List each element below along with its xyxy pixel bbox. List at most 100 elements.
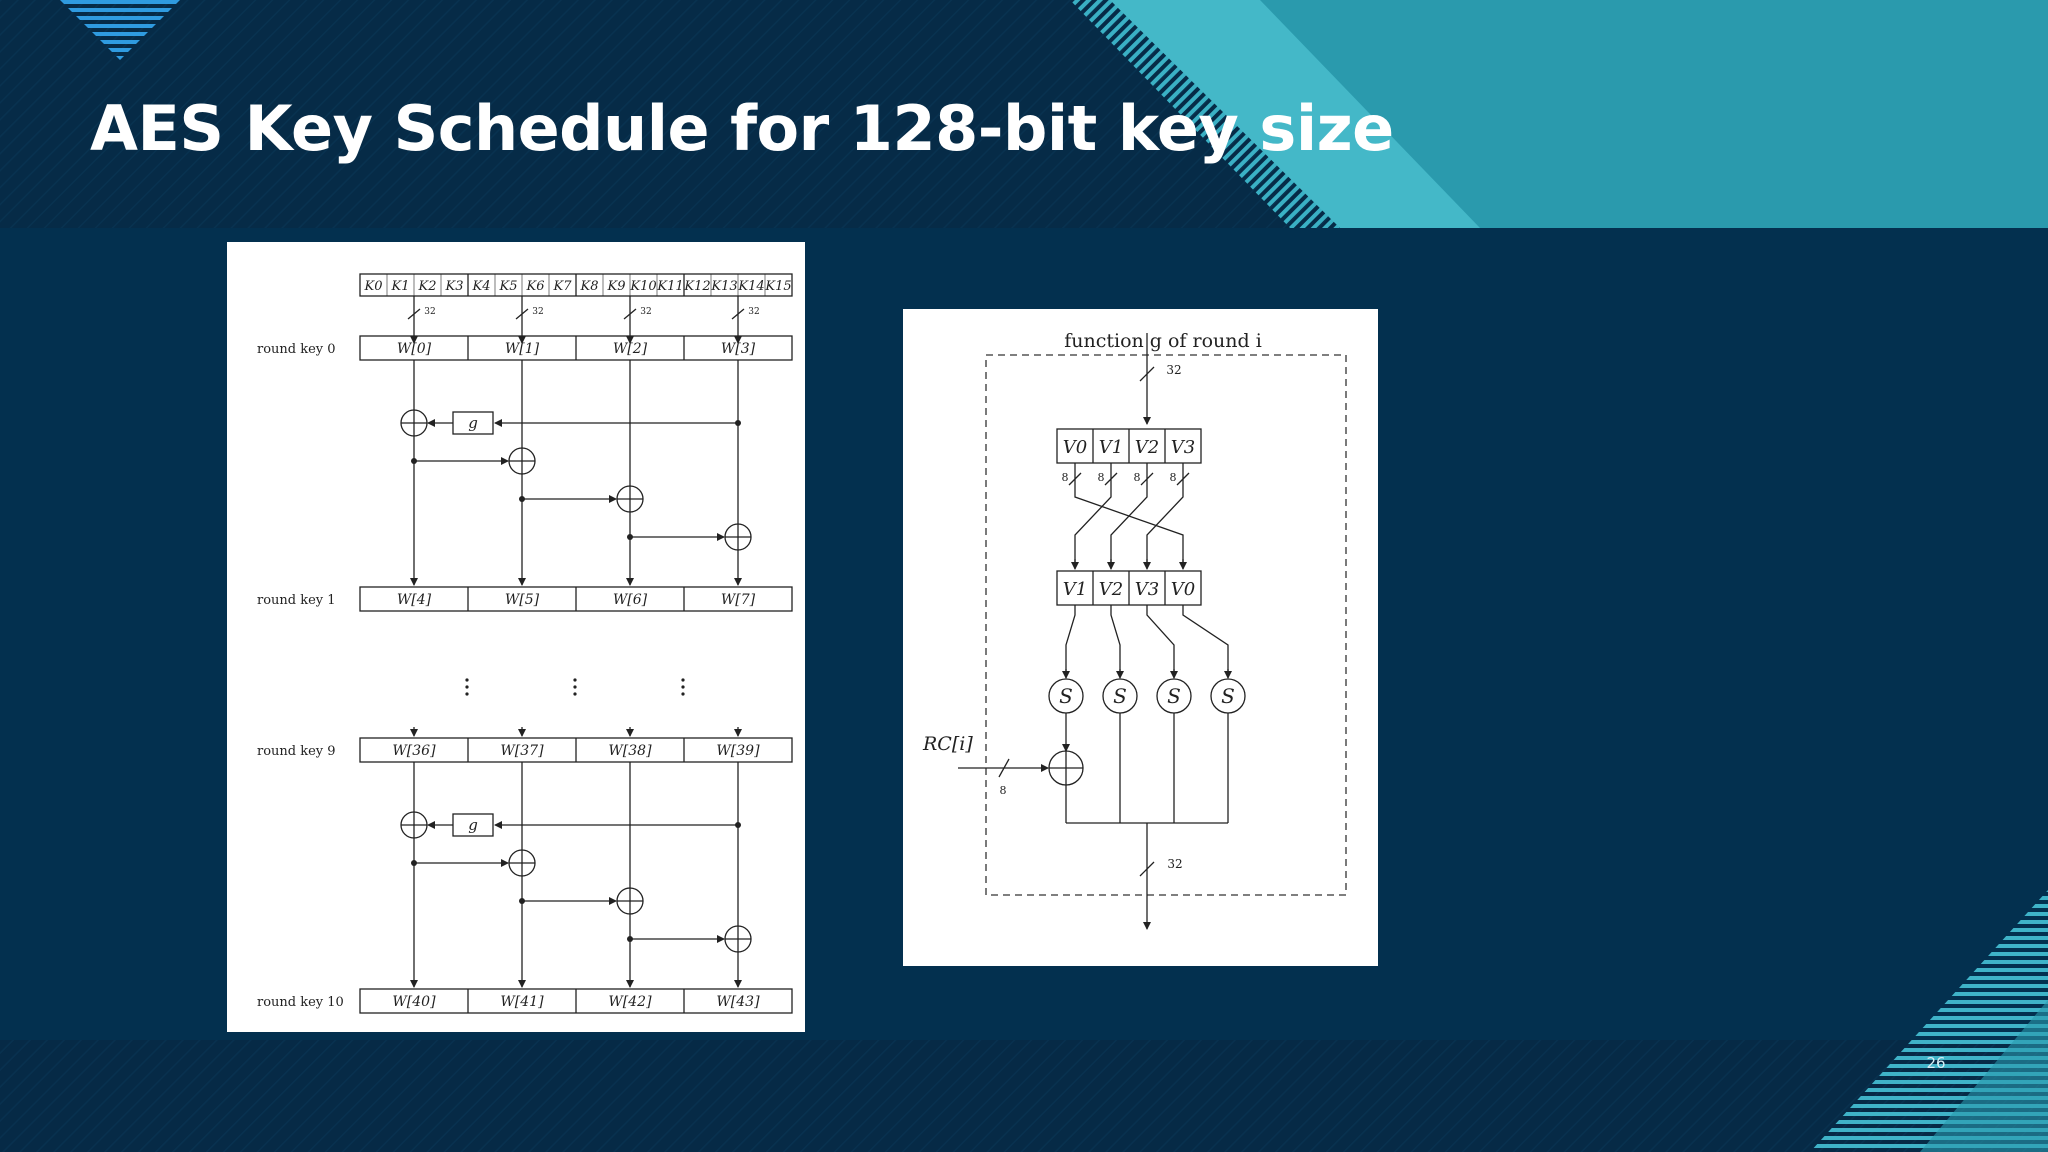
round-constant-label: RC[i] (922, 733, 973, 755)
g-boundary (985, 354, 1347, 896)
key-byte-label: K9 (607, 279, 626, 294)
key-byte-label: K7 (553, 279, 573, 294)
word-label: W[38] (608, 743, 652, 759)
round-key-label: round key 1 (257, 593, 336, 608)
xor-symbol (616, 887, 644, 915)
key-byte-label: K14 (737, 279, 764, 294)
round-key-label: round key 10 (257, 995, 344, 1010)
bus-slash (407, 308, 421, 320)
byte-width-label: 8 (1062, 471, 1069, 484)
ellipsis-dot (681, 678, 685, 682)
slide-title: AES Key Schedule for 128-bit key size (90, 92, 1394, 165)
bus-slash (731, 308, 745, 320)
input-byte-label: V2 (1135, 437, 1159, 458)
word-label: W[41] (500, 994, 544, 1010)
sbox-label: S (1221, 684, 1235, 708)
to-sbox-path (1182, 605, 1229, 673)
word-label: W[3] (721, 341, 756, 357)
g-function-label: g (468, 414, 478, 432)
key-byte-label: K11 (656, 279, 683, 294)
rotate-path (1146, 477, 1184, 563)
bus-width-label: 32 (748, 307, 759, 317)
ellipsis-dot (465, 678, 469, 682)
ellipsis-dot (465, 685, 469, 689)
key-byte-label: K12 (683, 279, 710, 294)
key-byte-label: K6 (526, 279, 545, 294)
key-byte-label: K1 (391, 279, 410, 294)
rotate-path (1074, 477, 1112, 563)
bus-slash (1139, 366, 1155, 382)
word-label: W[43] (716, 994, 760, 1010)
word-label: W[36] (392, 743, 436, 759)
byte-width-label: 8 (1098, 471, 1105, 484)
word-label: W[39] (716, 743, 760, 759)
word-label: W[2] (613, 341, 648, 357)
to-sbox-path (1146, 605, 1175, 673)
sbox-label: S (1167, 684, 1181, 708)
g-function-label: g (468, 816, 478, 834)
word-label: W[1] (505, 341, 540, 357)
round-key-label: round key 0 (257, 342, 336, 357)
bus-width-label: 32 (532, 307, 543, 317)
byte-width-label: 8 (1170, 471, 1177, 484)
bus-width-label: 32 (1167, 857, 1182, 871)
key-byte-label: K15 (764, 279, 791, 294)
round-key-label: round key 9 (257, 744, 336, 759)
bus-width-label: 32 (640, 307, 651, 317)
rotate-path (1110, 477, 1148, 563)
to-sbox-path (1065, 605, 1076, 673)
to-sbox-path (1110, 605, 1121, 673)
rotated-byte-label: V0 (1171, 579, 1195, 600)
sbox-label: S (1113, 684, 1127, 708)
top-left-chevron (60, 0, 180, 60)
key-byte-label: K4 (472, 279, 491, 294)
sbox-label: S (1059, 684, 1073, 708)
input-byte-label: V0 (1063, 437, 1087, 458)
input-byte-label: V3 (1171, 437, 1195, 458)
byte-width-label: 8 (1134, 471, 1141, 484)
xor-symbol (724, 925, 752, 953)
xor-symbol (616, 485, 644, 513)
rotated-byte-label: V2 (1099, 579, 1123, 600)
key-byte-label: K3 (445, 279, 464, 294)
ellipsis-dot (681, 685, 685, 689)
rotated-byte-label: V1 (1063, 579, 1087, 600)
header-accent-light (1110, 0, 1490, 228)
key-byte-label: K8 (580, 279, 599, 294)
word-label: W[7] (721, 592, 756, 608)
rotate-path (1074, 477, 1184, 563)
ellipsis-dot (573, 692, 577, 696)
key-byte-label: K0 (364, 279, 383, 294)
xor-symbol (508, 447, 536, 475)
word-label: W[4] (397, 592, 432, 608)
bus-slash (623, 308, 637, 320)
rc-width-label: 8 (1000, 784, 1007, 797)
ellipsis-dot (465, 692, 469, 696)
word-label: W[6] (613, 592, 648, 608)
header-accent-teal (1260, 0, 2048, 228)
key-byte-label: K13 (710, 279, 737, 294)
xor-symbol (508, 849, 536, 877)
page-number: 26 (1926, 1054, 1946, 1072)
ellipsis-dot (573, 678, 577, 682)
input-byte-label: V1 (1099, 437, 1123, 458)
xor-symbol (400, 811, 428, 839)
bus-slash (515, 308, 529, 320)
word-label: W[40] (392, 994, 436, 1010)
word-label: W[0] (397, 341, 432, 357)
xor-symbol (724, 523, 752, 551)
bottom-right-hatch (1920, 1000, 2048, 1152)
ellipsis-dot (573, 685, 577, 689)
xor-symbol (400, 409, 428, 437)
key-byte-label: K10 (629, 279, 656, 294)
word-label: W[42] (608, 994, 652, 1010)
word-label: W[5] (505, 592, 540, 608)
bus-width-label: 32 (1166, 363, 1181, 377)
key-byte-label: K5 (499, 279, 518, 294)
